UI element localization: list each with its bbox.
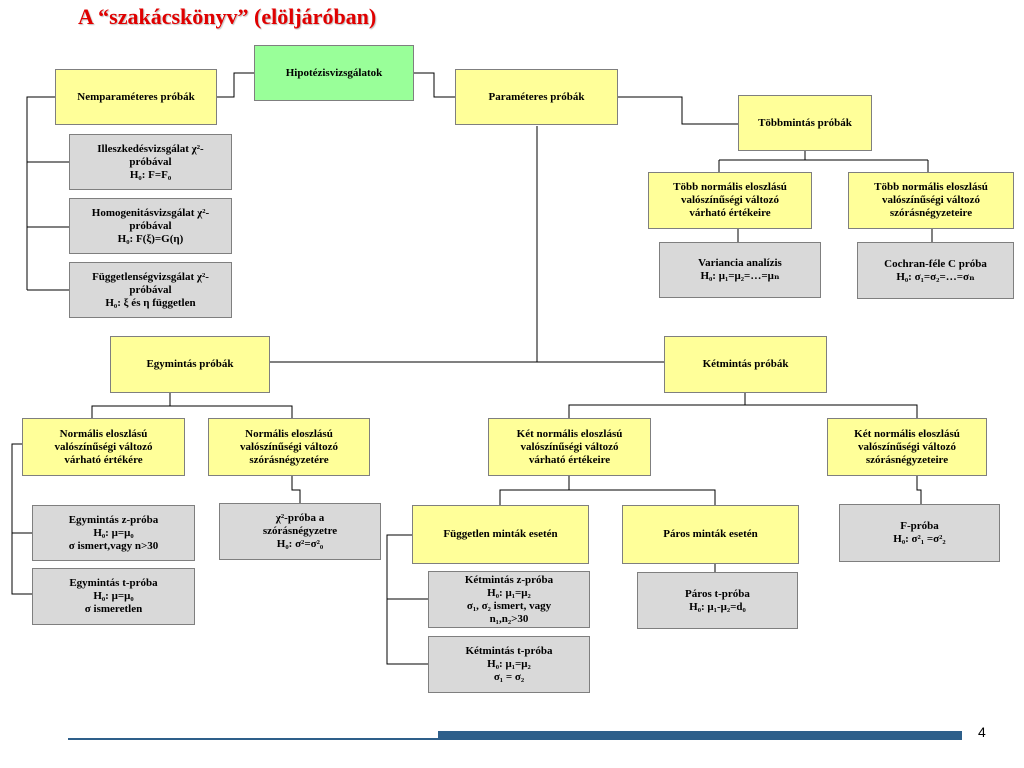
node-one-sample-tests: Egymintás próbák <box>110 336 270 393</box>
node-chi-square-variance-test: χ²-próba a szórásnégyzetre H₀: σ²=σ²₀ <box>219 503 381 560</box>
node-goodness-of-fit: Illeszkedésvizsgálat χ²- próbával H₀: F=… <box>69 134 232 190</box>
node-two-normal-variances: Két normális eloszlású valószínűségi vál… <box>827 418 987 476</box>
node-anova: Variancia analízis H₀: μ₁=μ₂=…=μₙ <box>659 242 821 298</box>
node-paired-t-test: Páros t-próba H₀: μ₁-μ₂=d₀ <box>637 572 798 629</box>
node-two-sample-tests: Kétmintás próbák <box>664 336 827 393</box>
node-two-normal-means: Két normális eloszlású valószínűségi vál… <box>488 418 651 476</box>
page-number: 4 <box>978 724 986 740</box>
node-multi-normal-variances: Több normális eloszlású valószínűségi vá… <box>848 172 1014 229</box>
node-hypothesis-testing: Hipotézisvizsgálatok <box>254 45 414 101</box>
node-one-normal-variance: Normális eloszlású valószínűségi változó… <box>208 418 370 476</box>
node-two-sample-z-test: Kétmintás z-próba H₀: μ₁=μ₂ σ₁, σ₂ ismer… <box>428 571 590 628</box>
node-homogeneity-test: Homogenitásvizsgálat χ²- próbával H₀: F(… <box>69 198 232 254</box>
node-one-sample-t-test: Egymintás t-próba H₀: μ=μ₀ σ ismeretlen <box>32 568 195 625</box>
footer-rule-thin <box>68 738 440 740</box>
node-f-test: F-próba H₀: σ²₁ =σ²₂ <box>839 504 1000 562</box>
node-paired-samples: Páros minták esetén <box>622 505 799 564</box>
node-two-sample-t-test: Kétmintás t-próba H₀: μ₁=μ₂ σ₁ = σ₂ <box>428 636 590 693</box>
node-independent-samples: Független minták esetén <box>412 505 589 564</box>
node-nonparametric-tests: Nemparaméteres próbák <box>55 69 217 125</box>
node-parametric-tests: Paraméteres próbák <box>455 69 618 125</box>
node-multi-normal-means: Több normális eloszlású valószínűségi vá… <box>648 172 812 229</box>
footer-rule-thick <box>438 731 962 740</box>
slide-title: A “szakácskönyv” (elöljáróban) <box>78 4 377 29</box>
node-one-sample-z-test: Egymintás z-próba H₀: μ=μ₀ σ ismert,vagy… <box>32 505 195 561</box>
node-independence-test: Függetlenségvizsgálat χ²- próbával H₀: ξ… <box>69 262 232 318</box>
node-one-normal-mean: Normális eloszlású valószínűségi változó… <box>22 418 185 476</box>
node-cochran-c-test: Cochran-féle C próba H₀: σ₁=σ₂=…=σₙ <box>857 242 1014 299</box>
node-multisample-tests: Többmintás próbák <box>738 95 872 151</box>
